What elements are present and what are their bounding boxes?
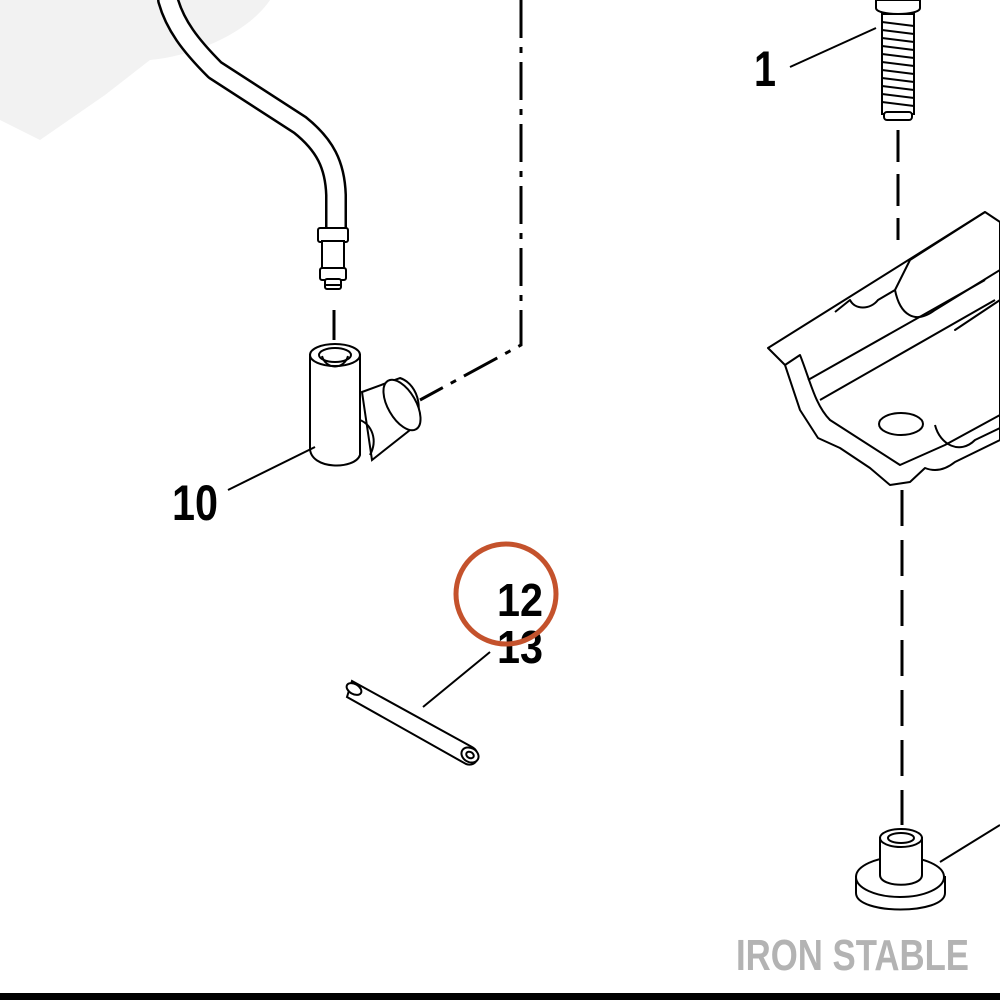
callout-part-12: 12 (497, 574, 543, 626)
fuel-line (157, 0, 347, 241)
mounting-bracket (767, 211, 1000, 486)
bottom-border-bar (0, 993, 1000, 1000)
bolt-threads (881, 21, 915, 107)
highlight-ring-callout-12 (453, 541, 559, 647)
assembly-line-fuel (419, 0, 523, 402)
callout-12-knockout (494, 575, 546, 621)
leader-part-13 (422, 651, 491, 708)
callout-part-1: 1 (754, 41, 776, 97)
leader-part-1 (789, 27, 877, 68)
part-10-elbow-connector (309, 343, 422, 467)
brand-watermark: IRON STABLE (736, 931, 969, 980)
callout-part-13: 13 (497, 621, 543, 673)
ghost-background-shape (0, 0, 270, 140)
leader-part-10 (227, 446, 316, 491)
fuel-line-fitting (317, 227, 349, 290)
part-13-tube (345, 679, 480, 766)
rubber-grommet (855, 828, 946, 911)
leader-grommet (939, 824, 1000, 863)
callout-part-10: 10 (172, 475, 218, 531)
